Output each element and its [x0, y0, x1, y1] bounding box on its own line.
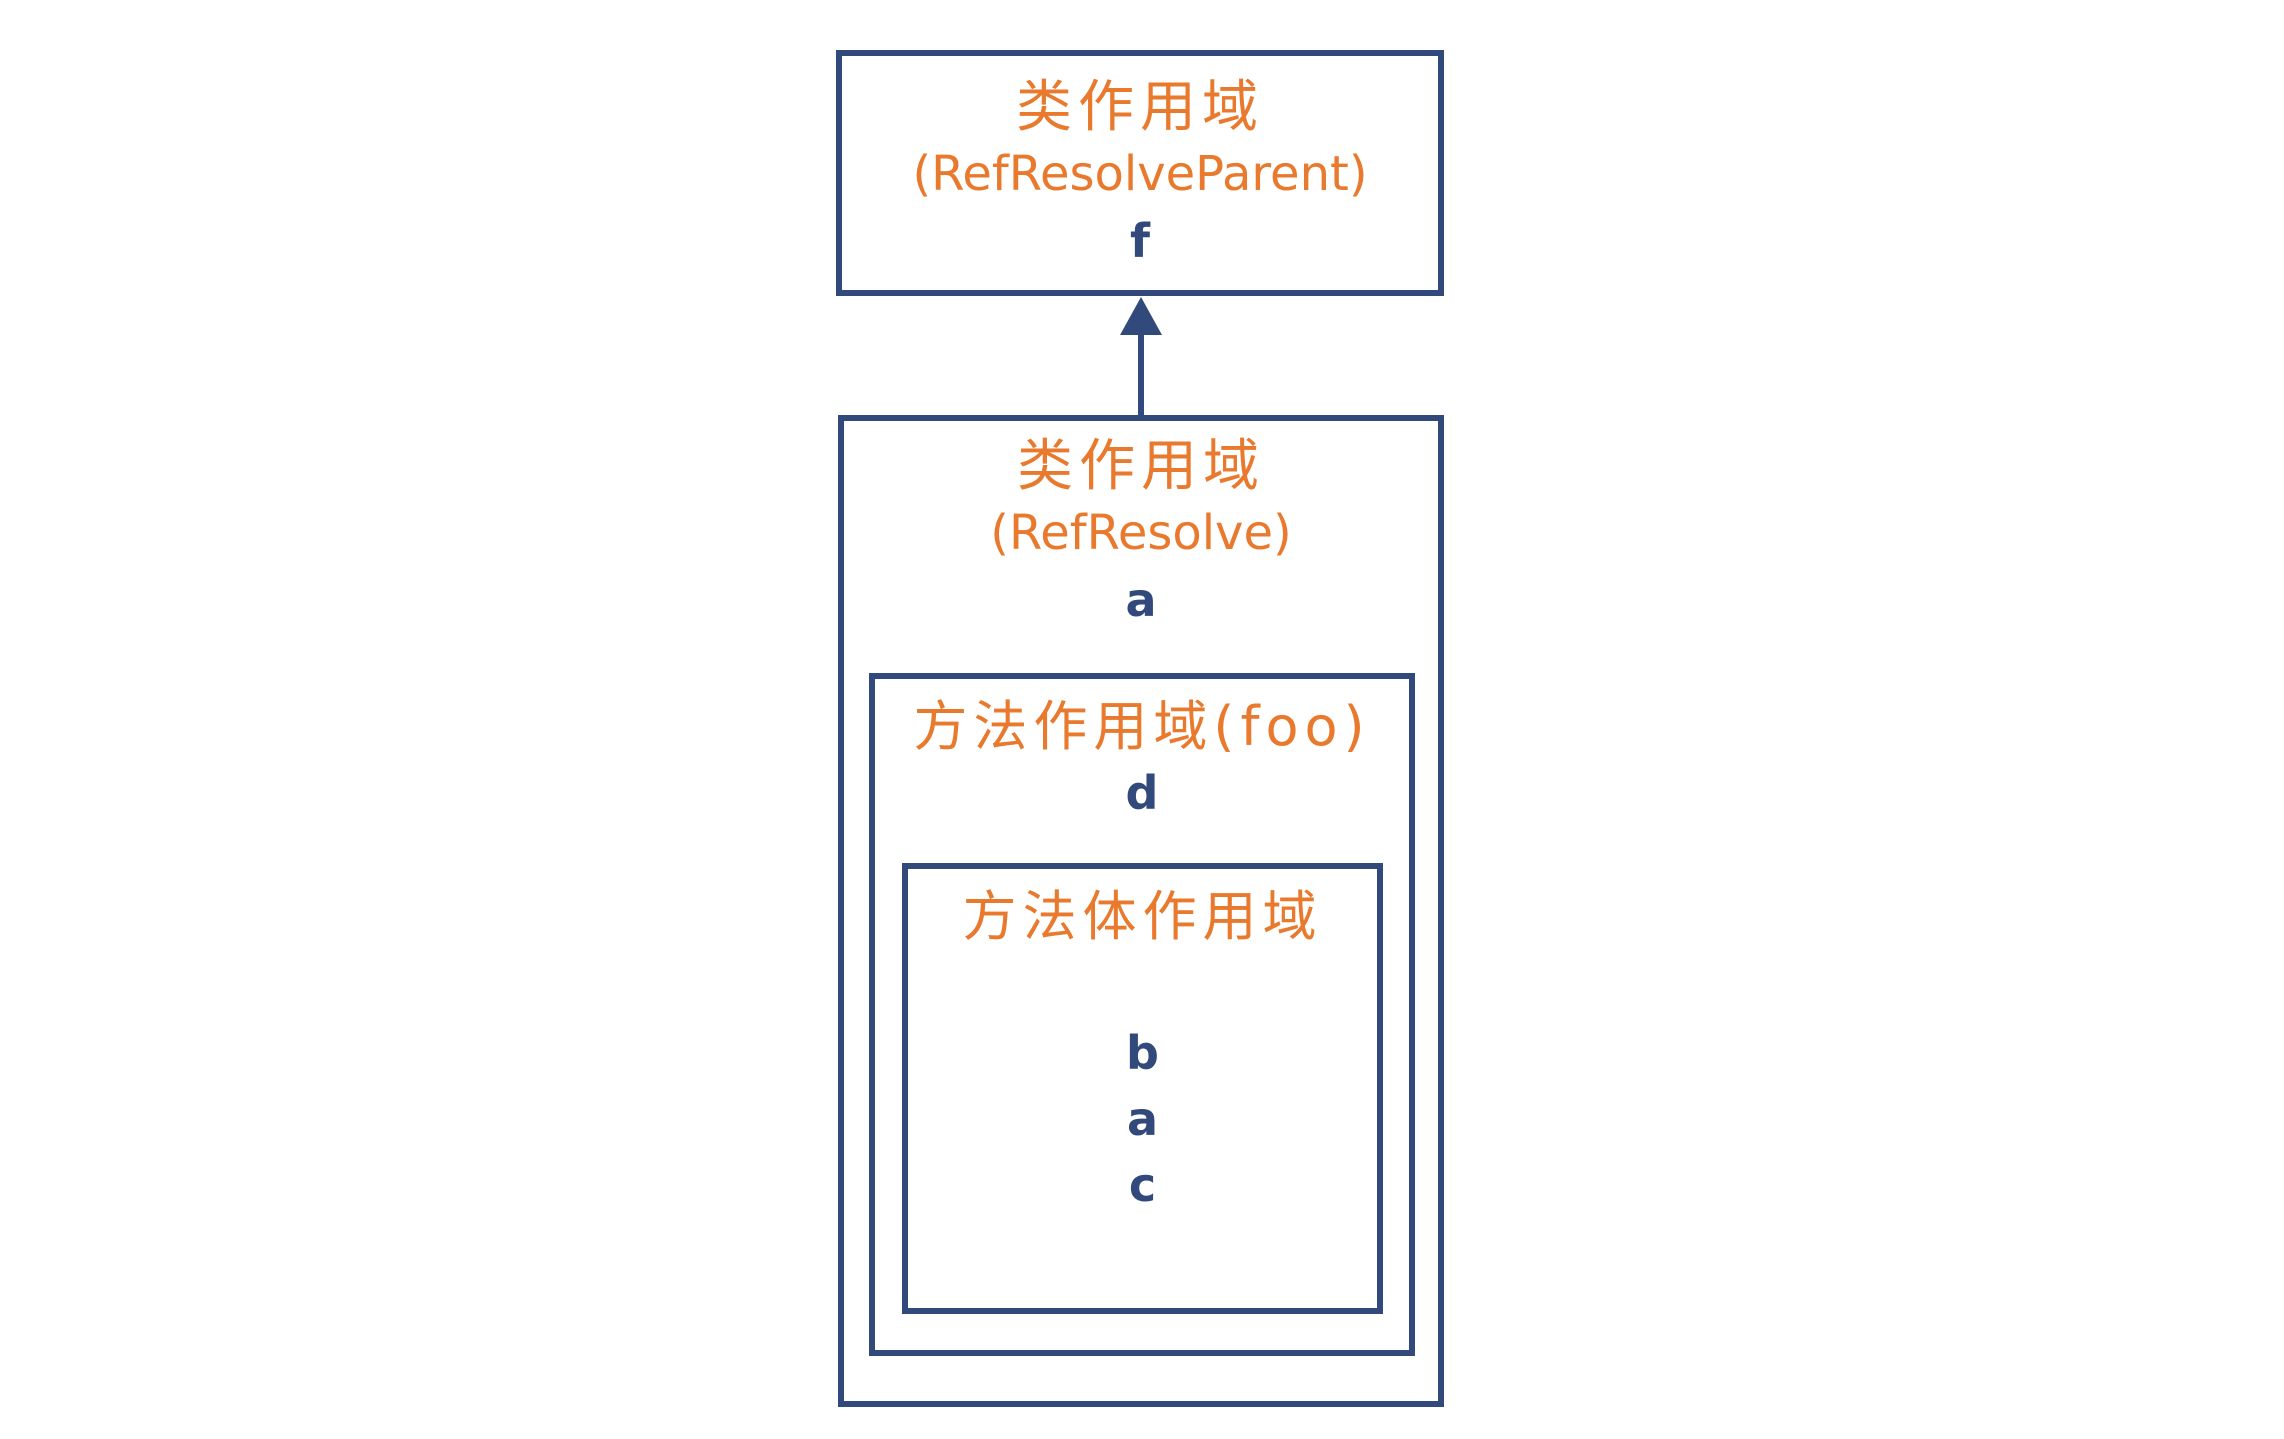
method-body-member-list: b a c: [908, 1020, 1377, 1218]
parent-class-scope-box: 类作用域 (RefResolveParent) f: [836, 50, 1444, 296]
class-scope-box: 类作用域 (RefResolve) a 方法作用域(foo) d 方法体作用域 …: [838, 415, 1444, 1407]
method-body-scope-box: 方法体作用域 b a c: [902, 863, 1383, 1314]
parent-class-scope-title: 类作用域: [1016, 75, 1264, 140]
method-scope-member: d: [1125, 766, 1159, 820]
method-body-member: b: [1126, 1026, 1159, 1080]
inheritance-arrow-head-icon: [1120, 297, 1162, 335]
class-scope-title: 类作用域: [1017, 434, 1265, 499]
method-scope-title: 方法作用域(foo): [913, 695, 1371, 758]
inheritance-arrow-line: [1138, 330, 1144, 415]
parent-class-scope-member: f: [1129, 214, 1150, 268]
method-body-member: c: [1128, 1158, 1157, 1212]
class-scope-subtitle: (RefResolve): [990, 505, 1292, 561]
method-scope-box: 方法作用域(foo) d 方法体作用域 b a c: [869, 673, 1415, 1356]
parent-class-scope-subtitle: (RefResolveParent): [912, 146, 1368, 202]
method-body-scope-title: 方法体作用域: [962, 885, 1323, 948]
method-body-member: a: [1126, 1092, 1159, 1146]
class-scope-member: a: [1125, 573, 1157, 627]
